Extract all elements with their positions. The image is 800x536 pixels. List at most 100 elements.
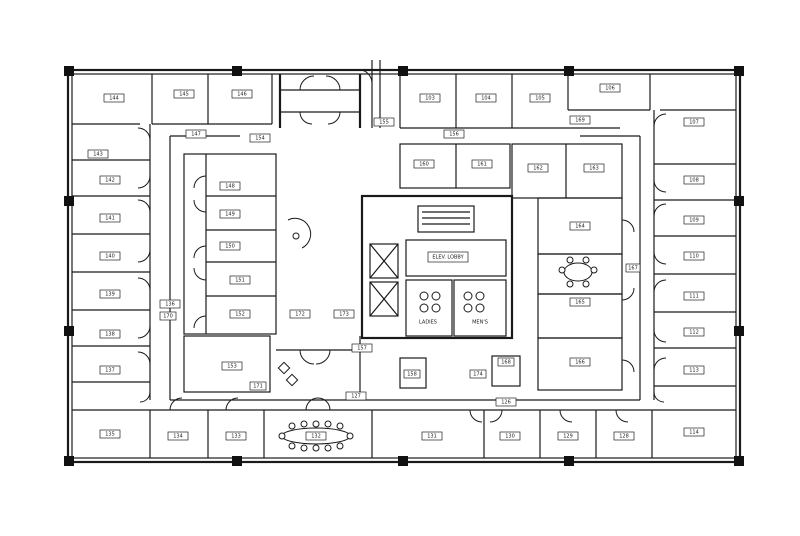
room-tag: 162	[527, 163, 549, 173]
room-number: 168	[501, 360, 511, 366]
room-tag: 140	[99, 251, 121, 261]
room-tag: 146	[231, 89, 253, 99]
room-tag: 147	[185, 129, 207, 139]
room-number: 136	[165, 302, 175, 308]
room-tag: 169	[569, 115, 591, 125]
room-number: 170	[163, 314, 173, 320]
room-tag: 137	[99, 365, 121, 375]
room-number: 113	[689, 368, 699, 374]
room-number: 148	[225, 184, 235, 190]
room-number: 150	[225, 244, 235, 250]
room-number: 134	[173, 434, 183, 440]
room-tag: 157	[351, 343, 373, 353]
room-number: 172	[295, 312, 305, 318]
room-tag: 133	[225, 431, 247, 441]
room-number: 109	[689, 218, 699, 224]
room-number: 147	[191, 132, 201, 138]
room-tag: 158	[403, 369, 421, 379]
room-number: 105	[535, 96, 545, 102]
furniture	[277, 217, 598, 452]
room-tag: 145	[173, 89, 195, 99]
top-offices	[72, 74, 736, 129]
room-number: 110	[689, 254, 699, 260]
room-number: 160	[419, 162, 429, 168]
room-number: 162	[533, 166, 543, 172]
room-tag: 105	[529, 93, 551, 103]
room-tag: 164	[569, 221, 591, 231]
room-number: 142	[105, 178, 115, 184]
room-tag: 168	[497, 357, 515, 367]
room-tag: 104	[475, 93, 497, 103]
room-tag: 163	[583, 163, 605, 173]
structural-columns	[64, 66, 744, 466]
left-offices	[72, 124, 151, 403]
room-number: 108	[689, 178, 699, 184]
bottom-offices	[72, 397, 736, 458]
room-number: 129	[563, 434, 573, 440]
room-number: 145	[179, 92, 189, 98]
room-number: 165	[575, 300, 585, 306]
room-tag: 161	[471, 159, 493, 169]
room-tag: 144	[103, 93, 125, 103]
room-number: 133	[231, 434, 241, 440]
room-number: 154	[255, 136, 265, 142]
room-tag: 170	[159, 311, 177, 321]
room-tag: 173	[333, 309, 355, 319]
room-number: 137	[105, 368, 115, 374]
room-number: 132	[311, 434, 321, 440]
room-number: 161	[477, 162, 487, 168]
room-number: 126	[501, 400, 511, 406]
room-number: 144	[109, 96, 119, 102]
central-core: ELEV. LOBBY LADIES MEN'S	[360, 194, 514, 340]
room-number: 139	[105, 292, 115, 298]
room-tag: 166	[569, 357, 591, 367]
room-number: 111	[689, 294, 699, 300]
room-tag: 155	[373, 117, 395, 127]
room-tag: 114	[683, 427, 705, 437]
room-tag: 128	[613, 431, 635, 441]
room-number: 169	[575, 118, 585, 124]
restroom-a-label: LADIES	[419, 320, 437, 326]
room-tag: 167	[625, 263, 641, 273]
room-tag: 108	[683, 175, 705, 185]
room-tag: 138	[99, 329, 121, 339]
room-tag: 132	[305, 431, 327, 441]
room-tag: 130	[499, 431, 521, 441]
room-tag: 110	[683, 251, 705, 261]
room-number: 131	[427, 434, 437, 440]
room-tag: 113	[683, 365, 705, 375]
room-labels: 144 145 146 147 103 104 105 106 107 143 …	[87, 83, 705, 441]
room-tag: 143	[87, 149, 109, 159]
room-number: 149	[225, 212, 235, 218]
room-tag: 135	[99, 429, 121, 439]
room-number: 107	[689, 120, 699, 126]
room-number: 152	[235, 312, 245, 318]
room-tag: 131	[421, 431, 443, 441]
room-number: 127	[351, 394, 361, 400]
room-number: 163	[589, 166, 599, 172]
room-tag: 172	[289, 309, 311, 319]
room-tag: 154	[249, 133, 271, 143]
room-tag: 139	[99, 289, 121, 299]
room-tag: 149	[219, 209, 241, 219]
room-tag: 134	[167, 431, 189, 441]
room-number: 130	[505, 434, 515, 440]
room-number: 128	[619, 434, 629, 440]
room-tag: 127	[345, 391, 367, 401]
room-tag: 152	[229, 309, 251, 319]
room-number: 151	[235, 278, 245, 284]
inner-right-block	[399, 143, 635, 391]
room-number: 166	[575, 360, 585, 366]
elevator-lobby-label: ELEV. LOBBY	[432, 255, 464, 261]
room-tag: 165	[569, 297, 591, 307]
room-tag: 148	[219, 181, 241, 191]
top-lobby	[278, 60, 381, 128]
room-number: 156	[449, 132, 459, 138]
room-number: 112	[689, 330, 699, 336]
room-number: 141	[105, 216, 115, 222]
room-number: 146	[237, 92, 247, 98]
room-number: 164	[575, 224, 585, 230]
room-number: 106	[605, 86, 615, 92]
room-tag: 111	[683, 291, 705, 301]
